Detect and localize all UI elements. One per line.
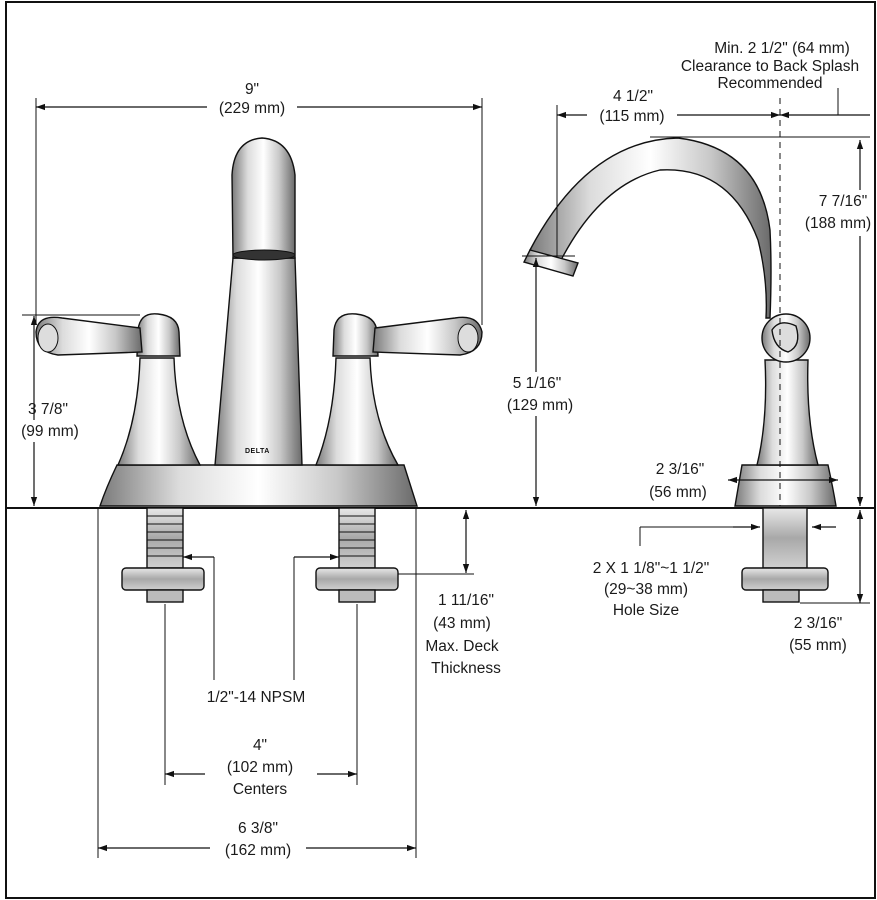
front-view-faucet: DELTA [35,137,483,603]
brand-mark: DELTA [245,448,270,455]
hole-size-line3: Hole Size [613,602,679,619]
deck-thickness-line2: (43 mm) [433,615,491,632]
base-depth-metric-label: (56 mm) [649,484,707,501]
deck-thickness-line3: Max. Deck [425,638,498,655]
backsplash-line1: Min. 2 1/2" (64 mm) [714,40,850,57]
base-depth-imperial-label: 2 3/16" [656,461,705,478]
handle-height-metric-label: (99 mm) [21,423,79,440]
reach-metric-label: (115 mm) [599,108,664,125]
centers-metric-label: (102 mm) [227,759,293,776]
side-view-faucet [522,137,837,603]
thread-label: 1/2"-14 NPSM [207,689,306,706]
width-metric-label: (229 mm) [219,100,285,117]
shank-length-imperial-label: 2 3/16" [794,615,843,632]
reach-imperial-label: 4 1/2" [613,88,653,105]
centers-imperial-label: 4" [253,737,267,754]
shank-length-metric-label: (55 mm) [789,637,847,654]
backsplash-line2: Clearance to Back Splash [681,58,859,75]
spout-clearance-imperial-label: 5 1/16" [513,375,562,392]
backsplash-line3: Recommended [717,75,822,92]
overall-height-metric-label: (188 mm) [805,215,871,232]
spout-clearance-metric-label: (129 mm) [507,397,573,414]
base-width-imperial-label: 6 3/8" [238,820,278,837]
handle-height-imperial-label: 3 7/8" [28,401,68,418]
hole-size-line2: (29~38 mm) [604,581,688,598]
hole-size-line1: 2 X 1 1/8"~1 1/2" [593,560,710,577]
centers-label: Centers [233,781,288,798]
width-imperial-label: 9" [245,81,259,98]
overall-height-imperial-label: 7 7/16" [819,193,868,210]
drawing-border [5,1,876,899]
deck-thickness-line4: Thickness [431,660,501,677]
base-width-metric-label: (162 mm) [225,842,291,859]
deck-thickness-line1: 1 11/16" [438,592,494,609]
